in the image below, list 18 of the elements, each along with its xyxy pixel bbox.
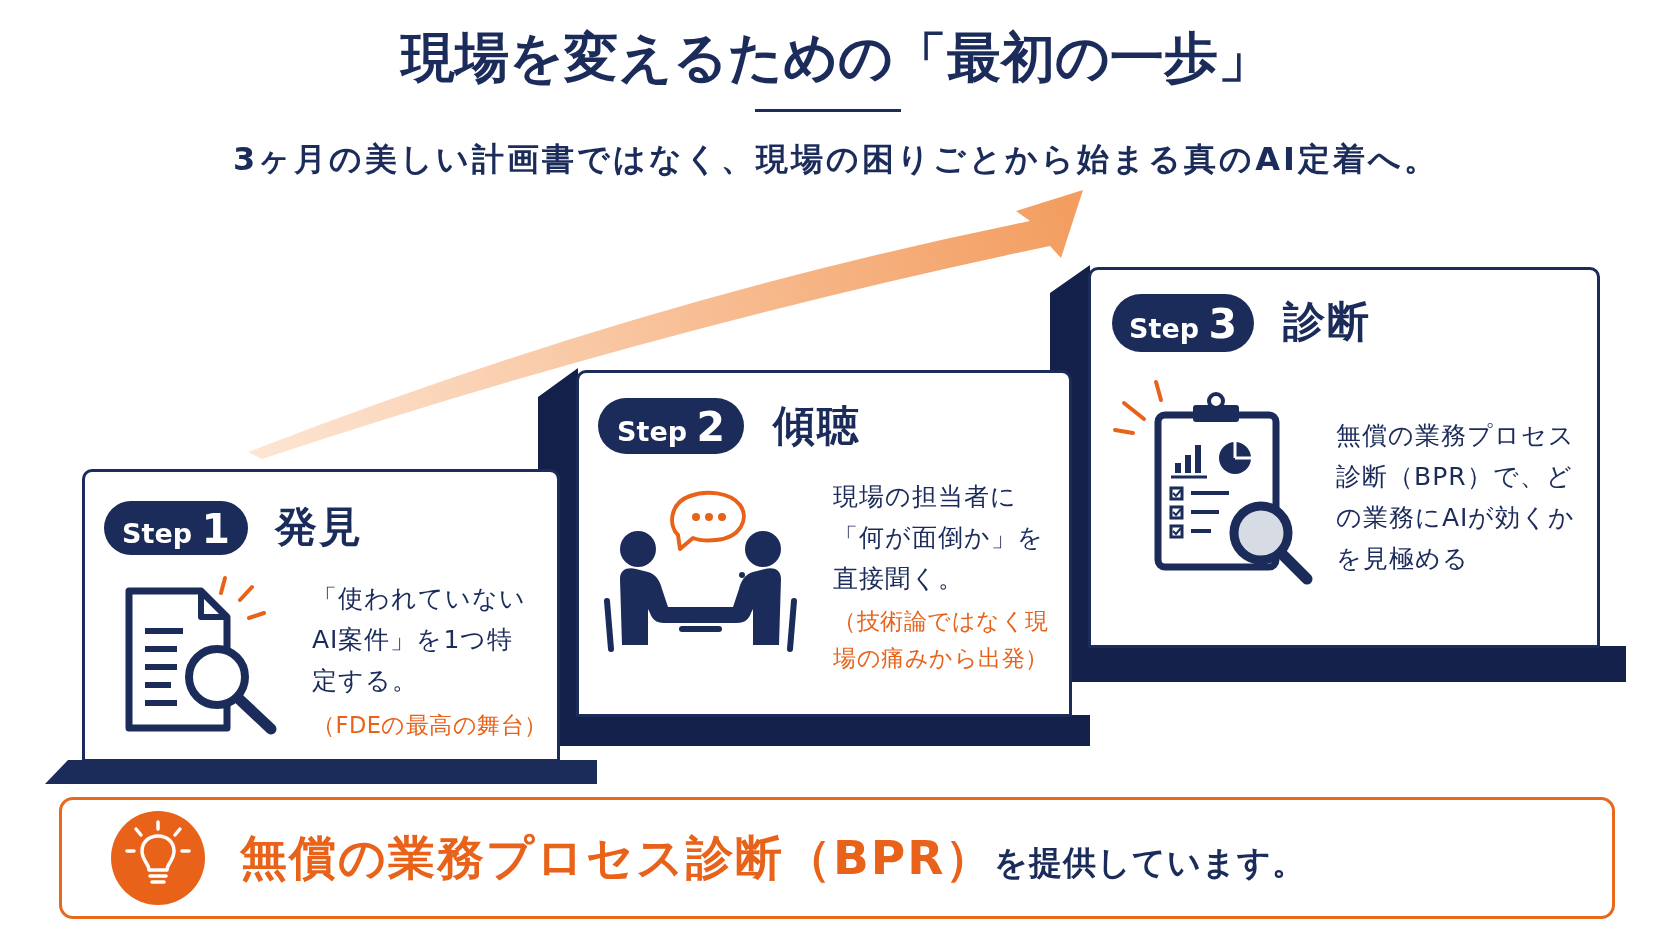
step-note: （FDEの最高の舞台） <box>312 711 549 740</box>
step-note: （技術論ではなく現場の痛みから出発） <box>833 607 1050 673</box>
step-badge: Step 2 <box>598 398 744 454</box>
step-badge: Step 1 <box>104 501 248 555</box>
subtitle: 3ヶ月の美しい計画書ではなく、現場の困りごとから始まる真のAI定着へ。 <box>233 139 1439 180</box>
title: 現場を変えるための「最初の一歩」 <box>400 25 1272 91</box>
step-description: 現場の担当者に「何が面倒か」を直接聞く。 <box>833 481 1045 595</box>
callout-banner <box>59 797 1615 919</box>
step-card <box>576 370 1072 717</box>
step-card <box>1088 267 1600 648</box>
step-heading: 診断 <box>1283 299 1371 345</box>
step-description: 「使われていないAI案件」を1つ特定する。 <box>312 583 526 697</box>
step-heading: 傾聴 <box>773 403 861 449</box>
step-badge: Step 3 <box>1112 294 1254 352</box>
banner-text: 無償の業務プロセス診断（BPR）を提供しています。 <box>240 829 1307 887</box>
step-card <box>82 469 560 762</box>
step-description: 無償の業務プロセス診断（BPR）で、どの業務にAIが効くかを見極める <box>1336 420 1577 575</box>
step-heading: 発見 <box>275 504 363 550</box>
